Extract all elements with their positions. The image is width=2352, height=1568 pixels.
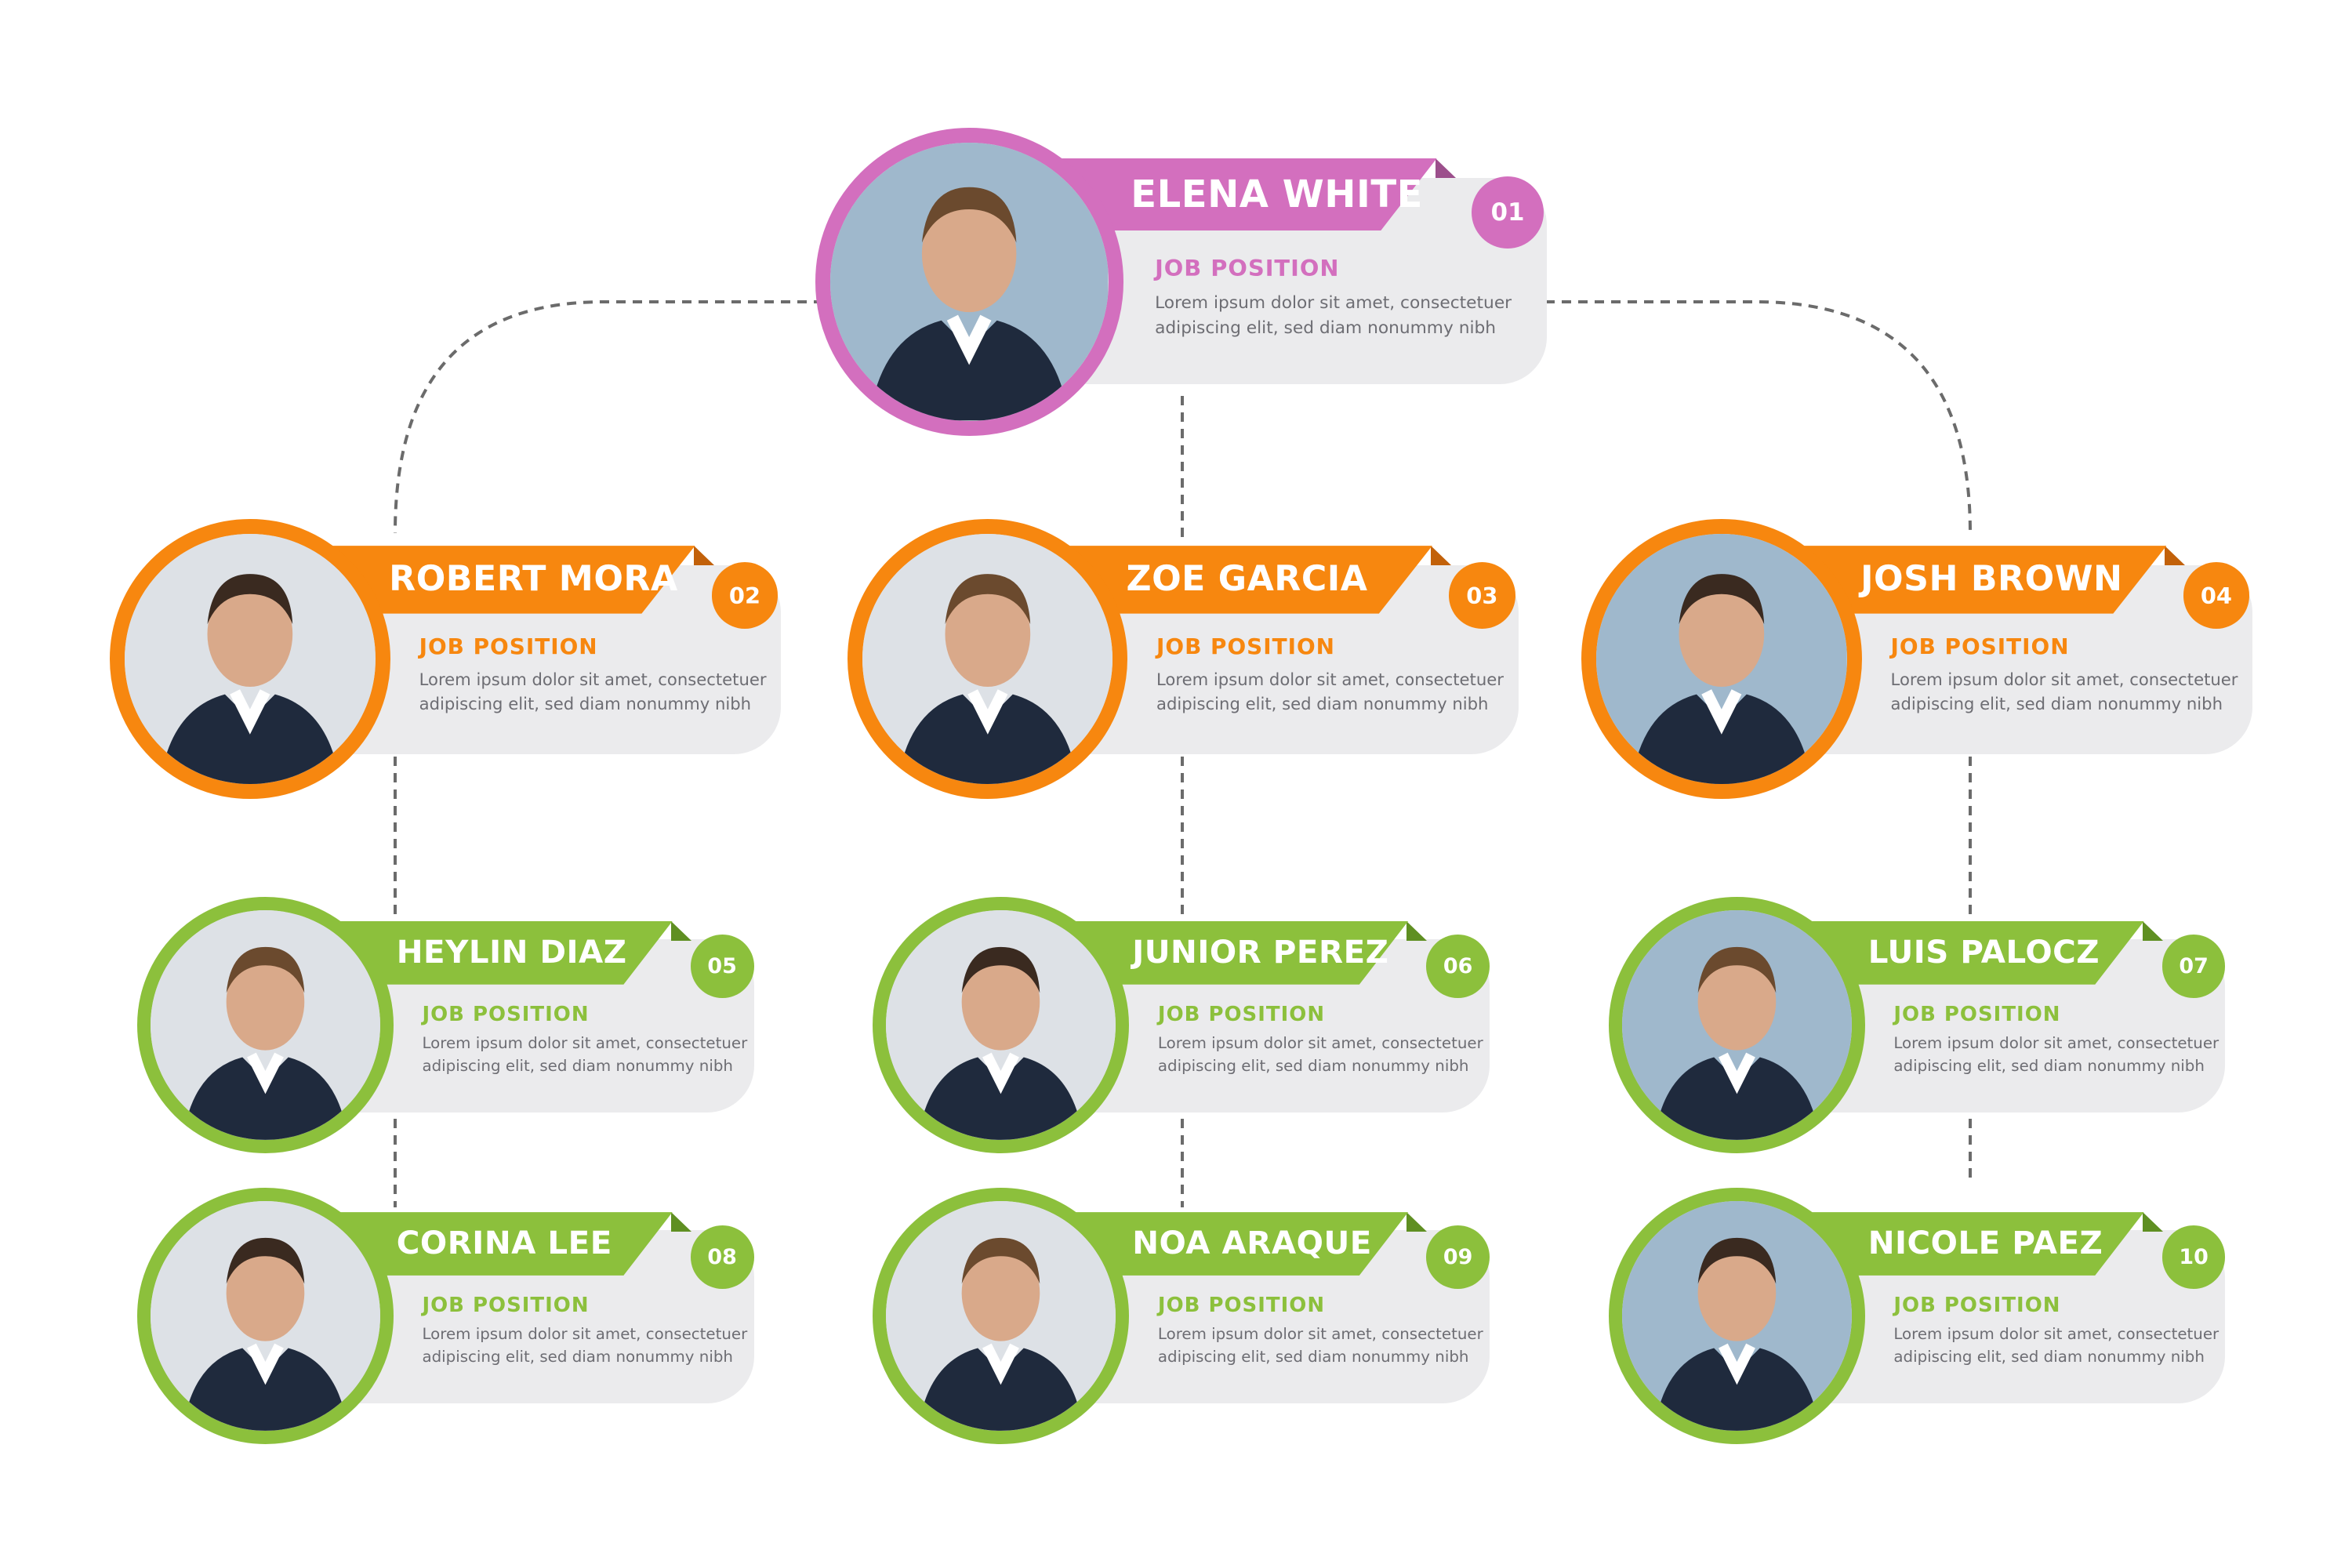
profile-photo (110, 518, 391, 800)
description-line-2: adipiscing elit, sed diam nonummy nibh (1893, 1057, 2205, 1076)
number-badge: 08 (690, 1225, 754, 1290)
description-line-1: Lorem ipsum dolor sit amet, consectetuer (422, 1325, 748, 1344)
job-position: JOB POSITION (1157, 1294, 1326, 1317)
description-line-1: Lorem ipsum dolor sit amet, consectetuer (1156, 669, 1504, 689)
person-silhouette-icon (1596, 533, 1847, 785)
ribbon-fold (1406, 921, 1428, 941)
connector-01-02 (394, 300, 823, 534)
person-silhouette-icon (886, 910, 1116, 1141)
description-line-1: Lorem ipsum dolor sit amet, consectetuer (1155, 293, 1512, 314)
description-line-2: adipiscing elit, sed diam nonummy nibh (1157, 1057, 1469, 1076)
number-badge: 04 (2183, 562, 2250, 629)
job-position: JOB POSITION (1157, 1002, 1326, 1026)
ribbon-fold (1430, 546, 1451, 566)
number-badge: 01 (1471, 176, 1544, 249)
description-line-1: Lorem ipsum dolor sit amet, consectetuer (1890, 669, 2238, 689)
profile-photo (873, 1188, 1130, 1445)
profile-photo (815, 128, 1123, 436)
description-line-1: Lorem ipsum dolor sit amet, consectetuer (1893, 1034, 2220, 1053)
person-silhouette-icon (151, 1201, 380, 1432)
person-name: JUNIOR PEREZ (1132, 934, 1389, 971)
person-silhouette-icon (1621, 910, 1852, 1141)
profile-photo (137, 1188, 394, 1445)
job-position: JOB POSITION (1156, 633, 1336, 659)
description-line-1: Lorem ipsum dolor sit amet, consectetuer (1157, 1325, 1483, 1344)
ribbon-fold (2142, 921, 2163, 941)
description: Lorem ipsum dolor sit amet, consectetuer… (1893, 1323, 2219, 1368)
number-badge: 05 (690, 935, 754, 999)
number-badge: 02 (711, 562, 779, 629)
number-badge: 03 (1449, 562, 1515, 629)
ribbon-fold (1406, 1212, 1428, 1232)
job-position: JOB POSITION (422, 1002, 590, 1026)
person-name: NICOLE PAEZ (1867, 1225, 2103, 1262)
person-silhouette-icon (830, 143, 1109, 421)
number-badge: 06 (1426, 935, 1490, 999)
job-position: JOB POSITION (419, 633, 598, 659)
connector-01-04 (1529, 300, 1972, 534)
profile-photo (1608, 1188, 1865, 1445)
person-name: NOA ARAQUE (1132, 1225, 1372, 1262)
description-line-1: Lorem ipsum dolor sit amet, consectetuer (1157, 1034, 1483, 1053)
job-position: JOB POSITION (1893, 1002, 2061, 1026)
job-position: JOB POSITION (1893, 1294, 2061, 1317)
ribbon-fold (670, 1212, 691, 1232)
profile-photo (1581, 518, 1862, 800)
description-line-2: adipiscing elit, sed diam nonummy nibh (422, 1057, 733, 1076)
person-name: JOSH BROWN (1860, 559, 2123, 600)
person-name: ROBERT MORA (389, 559, 678, 600)
number-badge: 10 (2161, 1225, 2226, 1290)
job-position: JOB POSITION (1155, 255, 1340, 281)
person-silhouette-icon (886, 1201, 1116, 1432)
profile-photo (873, 897, 1130, 1154)
description: Lorem ipsum dolor sit amet, consectetuer… (1158, 1323, 1483, 1368)
person-silhouette-icon (1621, 1201, 1852, 1432)
profile-photo (847, 518, 1128, 800)
description-line-2: adipiscing elit, sed diam nonummy nibh (1156, 693, 1489, 713)
description: Lorem ipsum dolor sit amet, consectetuer… (1891, 668, 2238, 716)
ribbon-fold (670, 921, 691, 941)
job-position: JOB POSITION (422, 1294, 590, 1317)
description: Lorem ipsum dolor sit amet, consectetuer… (1155, 291, 1512, 340)
ribbon-fold (2165, 546, 2186, 566)
description-line-2: adipiscing elit, sed diam nonummy nibh (419, 693, 752, 713)
description: Lorem ipsum dolor sit amet, consectetuer… (1158, 1033, 1483, 1077)
person-name: ZOE GARCIA (1126, 559, 1368, 600)
description-line-2: adipiscing elit, sed diam nonummy nibh (1155, 318, 1497, 338)
ribbon-fold (1435, 158, 1456, 178)
description-line-1: Lorem ipsum dolor sit amet, consectetuer (419, 669, 767, 689)
description-line-2: adipiscing elit, sed diam nonummy nibh (1890, 693, 2223, 713)
description-line-2: adipiscing elit, sed diam nonummy nibh (1157, 1348, 1469, 1367)
description-line-1: Lorem ipsum dolor sit amet, consectetuer (1893, 1325, 2220, 1344)
ribbon-fold (2142, 1212, 2163, 1232)
person-name: HEYLIN DIAZ (396, 934, 627, 971)
profile-photo (1608, 897, 1865, 1154)
number-badge: 09 (1426, 1225, 1490, 1290)
person-silhouette-icon (125, 533, 376, 785)
person-name: ELENA WHITE (1131, 172, 1423, 216)
person-silhouette-icon (151, 910, 380, 1141)
description: Lorem ipsum dolor sit amet, consectetuer… (1156, 668, 1504, 716)
description: Lorem ipsum dolor sit amet, consectetuer… (1893, 1033, 2219, 1077)
description-line-2: adipiscing elit, sed diam nonummy nibh (422, 1348, 733, 1367)
ribbon-fold (693, 546, 714, 566)
profile-photo (137, 897, 394, 1154)
person-name: CORINA LEE (396, 1225, 612, 1262)
person-silhouette-icon (862, 533, 1113, 785)
description: Lorem ipsum dolor sit amet, consectetuer… (422, 1033, 747, 1077)
description: Lorem ipsum dolor sit amet, consectetuer… (419, 668, 767, 716)
description: Lorem ipsum dolor sit amet, consectetuer… (422, 1323, 747, 1368)
description-line-1: Lorem ipsum dolor sit amet, consectetuer (422, 1034, 748, 1053)
job-position: JOB POSITION (1890, 633, 2070, 659)
number-badge: 07 (2161, 935, 2226, 999)
person-name: LUIS PALOCZ (1867, 934, 2100, 971)
description-line-2: adipiscing elit, sed diam nonummy nibh (1893, 1348, 2205, 1367)
